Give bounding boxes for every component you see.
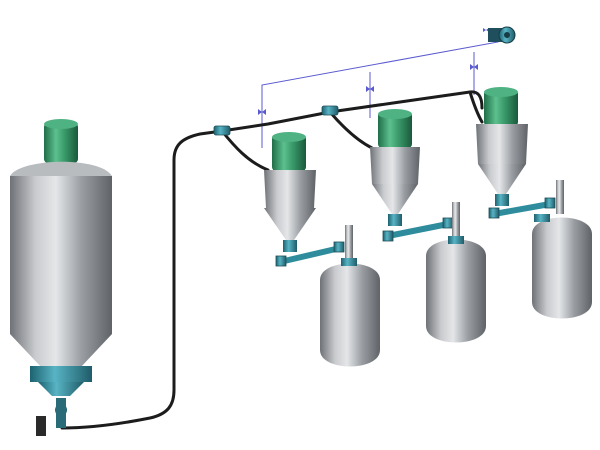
- pipe-diverter-icon: [213, 105, 339, 136]
- storage-tank: [532, 180, 592, 319]
- blower-icon: [488, 26, 516, 44]
- receiver-hopper: [370, 109, 420, 226]
- screw-feeder: [275, 241, 345, 267]
- main-silo: [10, 119, 112, 436]
- air-valve-icon: [258, 28, 489, 115]
- storage-tank: [320, 225, 380, 367]
- receiver-hopper: [476, 87, 528, 206]
- receiver-hopper: [264, 132, 316, 252]
- storage-tank: [426, 202, 486, 343]
- screw-feeder: [488, 197, 556, 219]
